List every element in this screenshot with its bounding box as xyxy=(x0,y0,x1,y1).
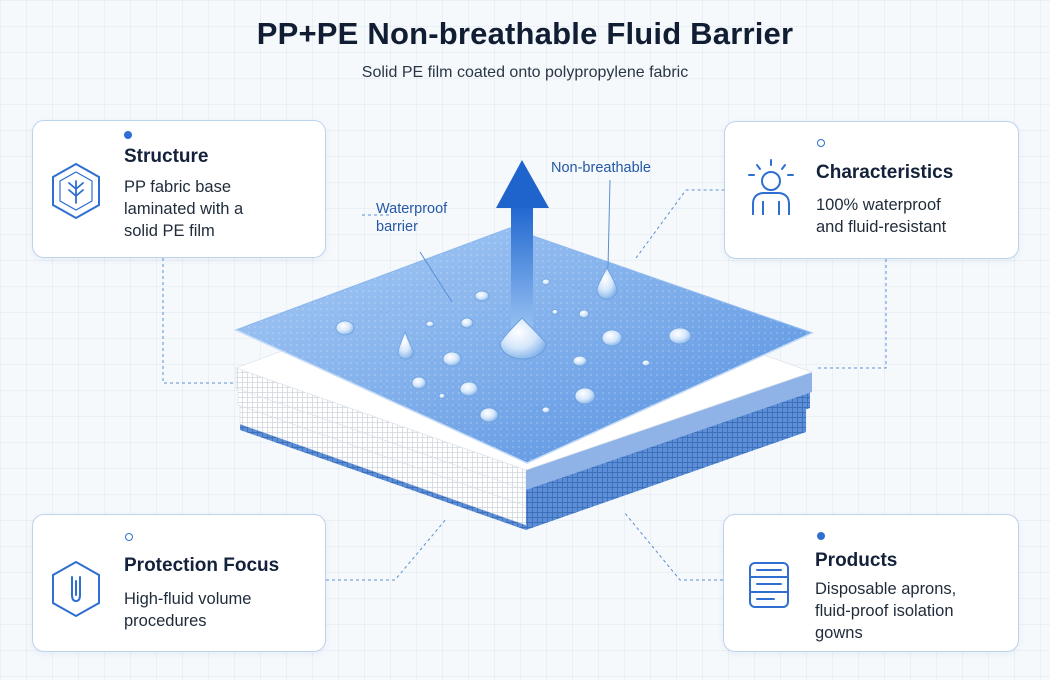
annotation-pointers xyxy=(419,179,611,303)
structure-description: PP fabric base laminated with a solid PE… xyxy=(124,176,243,242)
products-line: gowns xyxy=(815,624,863,642)
connector-lines xyxy=(162,189,887,581)
protection-description: High-fluid volume procedures xyxy=(124,588,251,632)
products-line: fluid-proof isolation xyxy=(815,602,954,620)
page-subtitle: Solid PE film coated onto polypropylene … xyxy=(361,64,689,81)
protection-title: Protection Focus xyxy=(124,555,280,576)
bullet-dot xyxy=(817,139,825,147)
hand-shield-icon xyxy=(52,560,100,618)
page-title: PP+PE Non-breathable Fluid Barrier xyxy=(256,16,794,51)
waterproof-barrier-label: Waterproof barrier xyxy=(376,200,447,236)
structure-card: Structure PP fabric base laminated with … xyxy=(32,120,326,258)
structure-line: PP fabric base xyxy=(124,178,232,196)
products-line: Disposable aprons, xyxy=(815,580,957,598)
upward-arrow xyxy=(496,160,549,360)
bullet-dot xyxy=(817,532,825,540)
characteristics-description: 100% waterproof and fluid-resistant xyxy=(816,194,946,238)
water-droplets xyxy=(335,267,692,423)
document-icon xyxy=(749,562,789,608)
waterproof-barrier-line-1: Waterproof xyxy=(376,201,448,217)
bullet-dot xyxy=(124,131,132,139)
protection-line: High-fluid volume xyxy=(124,590,252,608)
protection-line: procedures xyxy=(124,612,207,630)
characteristics-card: Characteristics 100% waterproof and flui… xyxy=(724,121,1019,259)
structure-title: Structure xyxy=(124,146,209,167)
non-breathable-label: Non-breathable xyxy=(551,160,651,176)
characteristics-line: 100% waterproof xyxy=(816,196,941,214)
protection-focus-card: Protection Focus High-fluid volume proce… xyxy=(32,514,326,652)
characteristics-title: Characteristics xyxy=(816,162,954,183)
person-icon xyxy=(748,159,794,215)
structure-line: laminated with a xyxy=(124,200,244,218)
waterproof-barrier-line-2: barrier xyxy=(376,219,418,235)
bullet-dot xyxy=(125,533,133,541)
products-description: Disposable aprons, fluid-proof isolation… xyxy=(815,578,956,644)
products-title: Products xyxy=(815,550,898,571)
characteristics-line: and fluid-resistant xyxy=(816,218,947,236)
leaf-hexagon-icon xyxy=(52,162,100,220)
products-card: Products Disposable aprons, fluid-proof … xyxy=(723,514,1019,652)
structure-line: solid PE film xyxy=(124,222,215,240)
